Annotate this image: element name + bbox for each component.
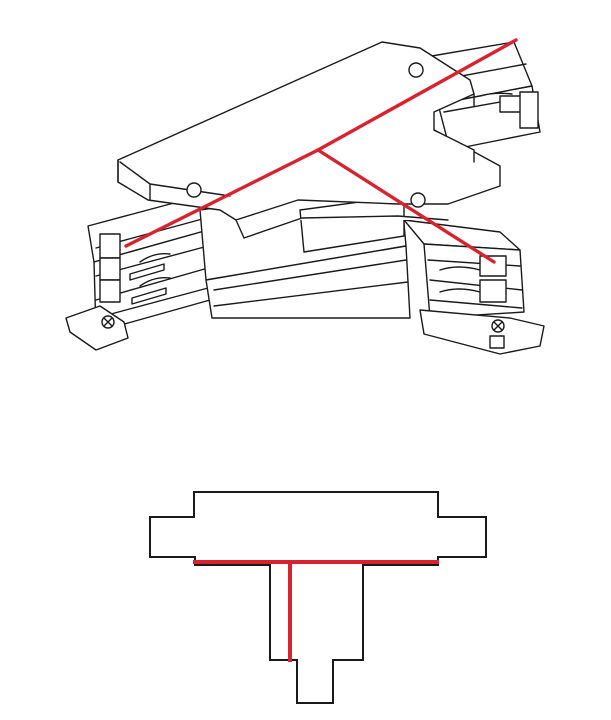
red-line-left — [124, 148, 320, 248]
t-outline — [149, 491, 487, 704]
right-rail-far — [419, 41, 541, 151]
red-line-right-far — [316, 38, 518, 152]
red-line-branch — [316, 148, 496, 264]
red-conductor-lines — [124, 38, 518, 264]
right-rail-near — [403, 219, 545, 355]
plate-edge — [235, 215, 449, 239]
top-plate — [117, 41, 501, 221]
